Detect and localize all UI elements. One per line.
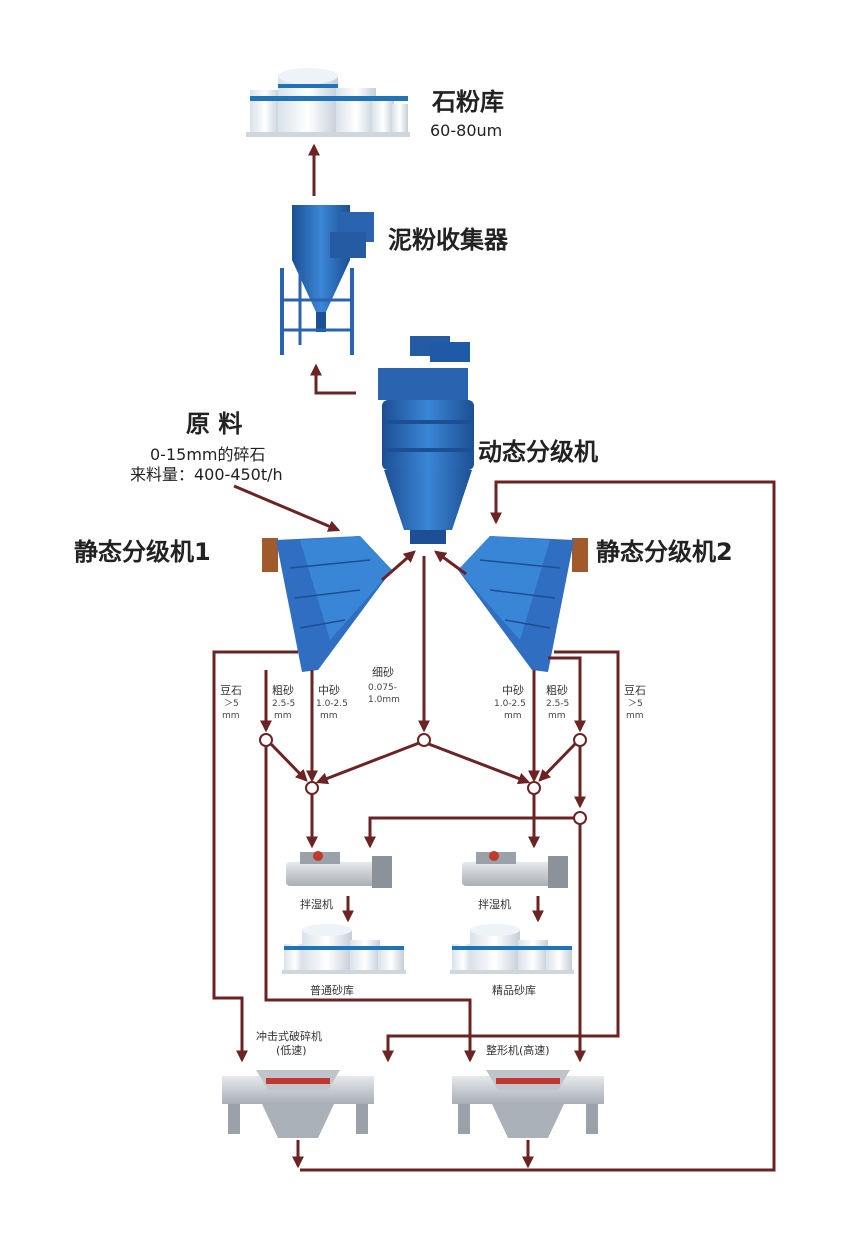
- impact-crusher-speed: (低速): [276, 1044, 307, 1057]
- fine-sand-size-b: 1.0mm: [368, 695, 400, 705]
- fine-sand-silo-label: 精品砂库: [492, 984, 536, 997]
- dynamic-classifier: [378, 336, 474, 544]
- common-sand-silo-label: 普通砂库: [310, 983, 354, 997]
- wet-mixer-2: [462, 851, 568, 888]
- fine-sand-size-a: 0.075-: [368, 683, 397, 693]
- right-medium-sand-unit: mm: [504, 711, 522, 721]
- mud-powder-collector: [280, 205, 374, 355]
- stone-silo-label: 石粉库: [431, 88, 504, 116]
- wet-mixer-2-label: 拌湿机: [478, 897, 511, 911]
- left-medium-sand-size: 1.0-2.5: [316, 699, 348, 709]
- left-coarse-sand-unit: mm: [274, 711, 292, 721]
- left-medium-sand-label: 中砂: [318, 684, 340, 697]
- collector-label: 泥粉收集器: [388, 226, 509, 254]
- right-coarse-sand-label: 粗砂: [546, 684, 568, 697]
- raw-material-feed: 来料量：400-450t/h: [130, 465, 283, 484]
- right-pea-stone-label: 豆石: [624, 684, 646, 697]
- raw-material-label: 原 料: [186, 410, 242, 438]
- static-classifier-2-label: 静态分级机2: [596, 538, 733, 566]
- wet-mixer-1: [286, 851, 392, 888]
- left-coarse-sand-label: 粗砂: [272, 684, 294, 697]
- right-coarse-sand-unit: mm: [548, 711, 566, 721]
- impact-crusher-label: 冲击式破碎机: [256, 1029, 322, 1043]
- right-pea-stone-size: ＞5: [628, 699, 643, 709]
- junction-nodes: [259, 733, 587, 825]
- shaping-machine-label: 整形机(高速): [486, 1043, 550, 1057]
- right-medium-sand-size: 1.0-2.5: [494, 699, 526, 709]
- fine-sand-silo: [450, 924, 574, 974]
- raw-material-size: 0-15mm的碎石: [150, 445, 266, 464]
- shaping-machine: [452, 1070, 604, 1138]
- left-coarse-sand-size: 2.5-5: [272, 699, 295, 709]
- left-pea-stone-unit: mm: [222, 711, 240, 721]
- left-pea-stone-size: ＞5: [224, 699, 239, 709]
- impact-crusher: [222, 1070, 374, 1138]
- left-pea-stone-label: 豆石: [220, 684, 242, 697]
- right-pea-stone-unit: mm: [626, 711, 644, 721]
- fine-sand-label: 细砂: [372, 666, 394, 679]
- dynamic-classifier-label: 动态分级机: [478, 438, 598, 466]
- static-classifier-2: [458, 536, 588, 672]
- stone-silo-size: 60-80um: [430, 121, 502, 140]
- left-medium-sand-unit: mm: [320, 711, 338, 721]
- flow-lines: [212, 143, 776, 1172]
- common-sand-silo: [282, 924, 406, 974]
- right-coarse-sand-size: 2.5-5: [546, 699, 569, 709]
- static-classifier-1: [262, 536, 392, 672]
- wet-mixer-1-label: 拌湿机: [300, 897, 333, 911]
- right-medium-sand-label: 中砂: [502, 684, 524, 697]
- stone-powder-silo: [246, 68, 410, 137]
- static-classifier-1-label: 静态分级机1: [74, 538, 211, 566]
